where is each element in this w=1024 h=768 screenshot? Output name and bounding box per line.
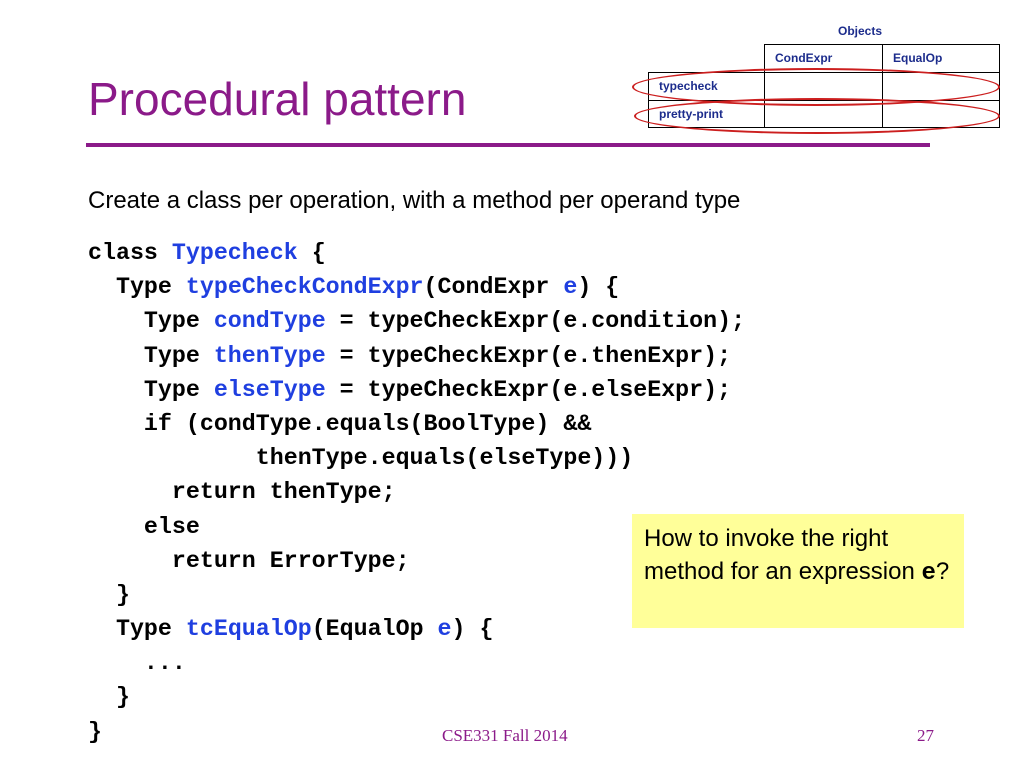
slide-title: Procedural pattern <box>88 73 467 125</box>
code-text: (EqualOp <box>311 616 438 643</box>
code-line: thenType.equals(elseType))) <box>88 441 745 475</box>
code-text: Type <box>88 376 214 403</box>
code-text: Type <box>88 308 214 335</box>
code-identifier: e <box>563 274 578 301</box>
code-text: Type <box>88 274 186 301</box>
code-text: class <box>88 240 172 266</box>
code-text: } <box>88 718 102 745</box>
code-text: return thenType; <box>88 479 396 506</box>
code-text: { <box>297 240 326 266</box>
code-identifier: condType <box>213 308 326 335</box>
question-callout: How to invoke the right method for an ex… <box>632 514 964 628</box>
code-identifier: e <box>437 616 452 643</box>
slide-subtitle: Create a class per operation, with a met… <box>88 187 741 214</box>
code-identifier: thenType <box>213 342 326 369</box>
footer-page-number: 27 <box>917 726 934 745</box>
callout-text-end: ? <box>935 558 950 585</box>
callout-code-var: e <box>921 560 936 587</box>
code-text: = typeCheckExpr(e.condition); <box>325 308 746 335</box>
code-line: } <box>88 680 745 714</box>
code-text: thenType.equals(elseType))) <box>88 445 634 472</box>
code-line: } <box>88 578 745 612</box>
code-line: Type elseType = typeCheckExpr(e.elseExpr… <box>88 373 745 407</box>
code-line: Type thenType = typeCheckExpr(e.thenExpr… <box>88 339 745 373</box>
code-listing: class Typecheck { Type typeCheckCondExpr… <box>88 236 745 749</box>
code-line: ... <box>88 646 745 680</box>
code-text: ) { <box>577 274 620 301</box>
code-text: = typeCheckExpr(e.elseExpr); <box>325 376 732 403</box>
code-text: ... <box>88 650 186 677</box>
code-text: return ErrorType; <box>88 547 410 574</box>
matrix-header-cell-1: EqualOp <box>882 44 1000 73</box>
code-identifier: typeCheckCondExpr <box>185 274 424 301</box>
code-text: Type <box>88 616 186 643</box>
code-line: return ErrorType; <box>88 544 745 578</box>
row-highlight-oval-pretty-print <box>634 98 1000 134</box>
code-text: if (condType.equals(BoolType) && <box>88 410 592 437</box>
code-text: } <box>88 581 130 608</box>
code-identifier: tcEqualOp <box>185 616 312 643</box>
code-line: Type typeCheckCondExpr(CondExpr e) { <box>88 270 745 304</box>
code-text: Type <box>88 342 214 369</box>
code-identifier: Typecheck <box>171 240 298 266</box>
code-line: Type tcEqualOp(EqualOp e) { <box>88 612 745 646</box>
footer-course: CSE331 Fall 2014 <box>442 726 568 745</box>
code-line: } <box>88 715 745 749</box>
code-text: (CondExpr <box>423 274 564 301</box>
code-line: if (condType.equals(BoolType) && <box>88 407 745 441</box>
matrix-heading: Objects <box>838 24 883 38</box>
code-text: ) { <box>451 616 494 643</box>
code-line: Type condType = typeCheckExpr(e.conditio… <box>88 304 745 338</box>
callout-text: How to invoke the right method for an ex… <box>644 525 922 585</box>
code-text: else <box>88 513 200 540</box>
code-text: } <box>88 684 130 711</box>
code-line: else <box>88 510 745 544</box>
code-line: return thenType; <box>88 475 745 509</box>
title-underline <box>86 143 930 147</box>
code-text: = typeCheckExpr(e.thenExpr); <box>325 342 732 369</box>
code-identifier: elseType <box>213 376 326 403</box>
code-line: class Typecheck { <box>88 236 745 270</box>
